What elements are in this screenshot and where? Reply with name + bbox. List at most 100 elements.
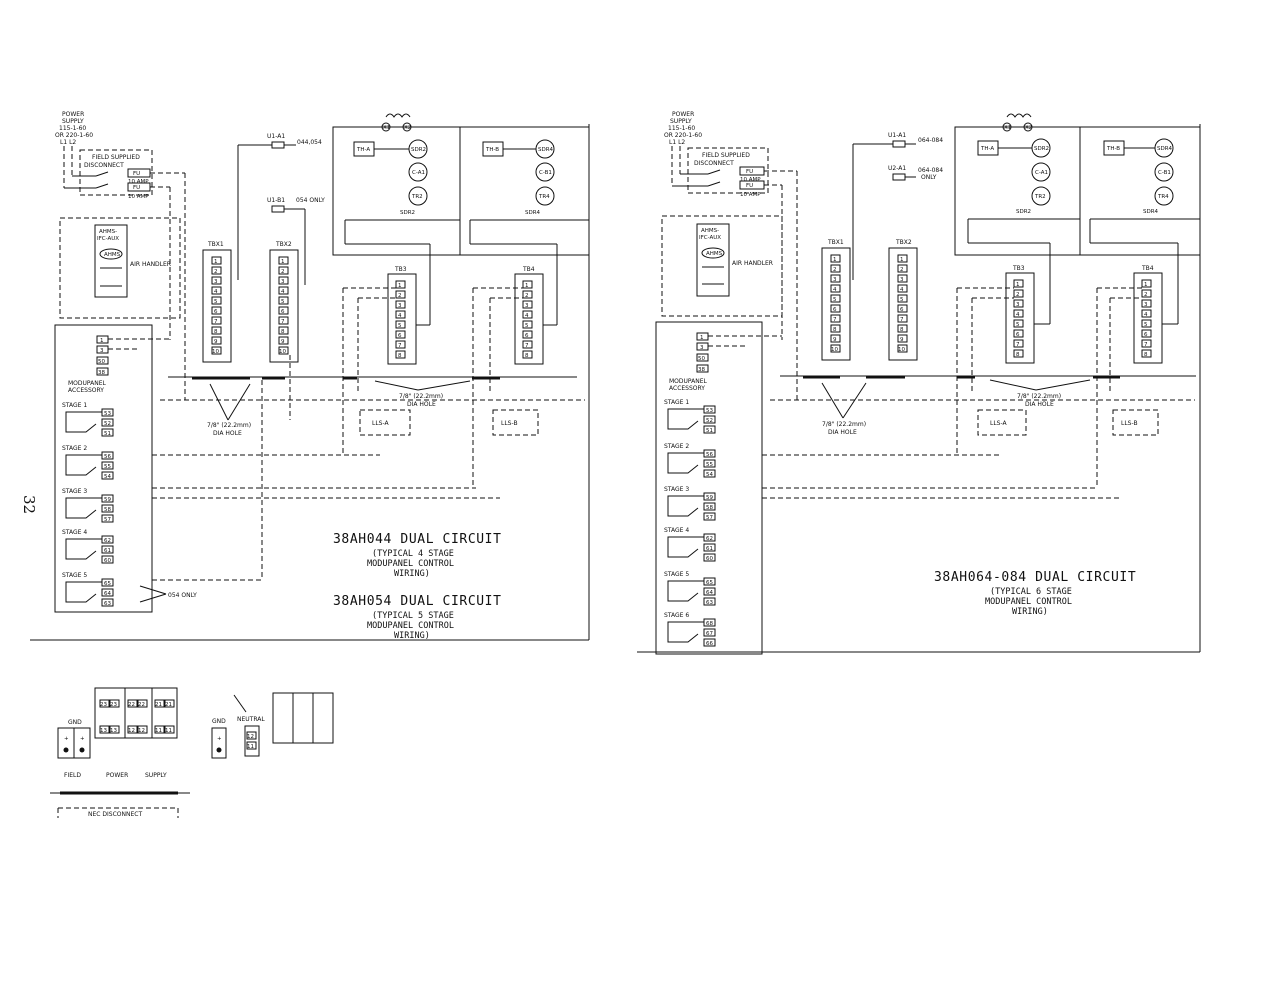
tr2-label: TR2 (411, 194, 423, 200)
r-fuse-label-2: FU (746, 183, 753, 189)
svg-text:+: + (80, 736, 85, 742)
tbx2-terminal: 9 (281, 339, 285, 345)
tb3-terminal: 7 (398, 343, 402, 349)
field-disconnect-line1: FIELD SUPPLIED (92, 154, 140, 161)
r-tbx1-terminal: 10 (831, 347, 838, 353)
r-tb4-label: TB4 (1141, 265, 1154, 272)
r-tb3-terminal: 7 (1016, 342, 1020, 348)
r-ahms-coil: AHMS (706, 251, 723, 257)
r-tb3-terminal: 5 (1016, 322, 1020, 328)
r-fuse-rating-2: 10 AMP (740, 192, 761, 198)
stage3-term: 59 (104, 497, 111, 503)
modupanel-term-50: 50 (98, 359, 105, 365)
r-relay1-label: U1-A1 (888, 132, 906, 139)
r-tbx2-label: TBX2 (895, 239, 912, 246)
modupanel-label-1: MODUPANEL (68, 380, 107, 387)
hole1-line1: 7/8" (22.2mm) (207, 422, 251, 429)
r-sdr2-contact-label: SDR2 (1016, 209, 1031, 215)
supply-label: SUPPLY (145, 772, 167, 779)
r-modupanel-term-38: 38 (698, 367, 705, 373)
r-tbx2-terminal: 10 (898, 347, 905, 353)
left-title-2: 38AH054 DUAL CIRCUIT (333, 594, 502, 609)
r-tbx1-terminal: 5 (833, 297, 837, 303)
ca1-label: C-A1 (412, 170, 425, 176)
tbx2-terminal: 5 (281, 299, 285, 305)
tbx1-terminal: 4 (214, 289, 218, 295)
tbx1-terminals: 1 2 3 4 5 6 7 8 9 10 (211, 256, 222, 355)
r-power-supply-line4: OR 220-1-60 (664, 132, 702, 139)
r-stage4-term: 60 (706, 556, 713, 562)
r-tbx1-terminal: 4 (833, 287, 837, 293)
r-stage5-term: 64 (706, 590, 713, 596)
tb4-terminal: 8 (525, 353, 529, 359)
tbx1-terminal: 2 (214, 269, 218, 275)
transformer-x2: X2 (404, 125, 411, 131)
relay1-label: U1-A1 (267, 133, 285, 140)
fuse-label-2: FU (133, 185, 140, 191)
field-label: FIELD (64, 772, 81, 779)
r-stage1-label: STAGE 1 (664, 399, 689, 406)
r-tb4-terminal: 8 (1144, 352, 1148, 358)
stage2-term: 55 (104, 464, 111, 470)
r-hole2-line1: 7/8" (22.2mm) (1017, 393, 1061, 400)
r-tbx1-terminal: 9 (833, 337, 837, 343)
cb1-label: C-B1 (539, 170, 552, 176)
stage3-term: 57 (104, 517, 111, 523)
tb3-terminal: 1 (398, 283, 402, 289)
r-sdr2-label: SDR2 (1034, 146, 1049, 152)
tb4-terminal: 1 (525, 283, 529, 289)
term-12b: 12 (138, 728, 145, 734)
r-tbx2-terminal: 5 (900, 297, 904, 303)
transformer-x1: X1 (383, 125, 390, 131)
tbx2-terminal: 10 (279, 349, 286, 355)
right-sub-line1: (TYPICAL 6 STAGE (990, 587, 1072, 597)
r-tb3-terminal: 1 (1016, 282, 1020, 288)
r-relay2-note-2: ONLY (921, 174, 937, 181)
tb3-terminal: 2 (398, 293, 402, 299)
r-relay2-note-1: 064-084 (918, 167, 943, 174)
r-tbx2-terminal: 9 (900, 337, 904, 343)
sdr2-label: SDR2 (411, 147, 426, 153)
tbx1-label: TBX1 (207, 241, 224, 248)
hole1-line2: DIA HOLE (213, 430, 242, 437)
r-tbx1-terminals: 1 2 3 4 5 6 7 8 9 10 (830, 254, 841, 353)
r-sdr4-contact-label: SDR4 (1143, 209, 1159, 215)
r-power-supply-line3: 115-1-60 (668, 125, 695, 132)
neutral-term-11: 11 (247, 744, 254, 750)
r-tbx2-terminals: 1 2 3 4 5 6 7 8 9 10 (897, 254, 908, 353)
neutral-term-12: 12 (247, 734, 254, 740)
r-tbx2-terminal: 8 (900, 327, 904, 333)
r-modupanel-label-1: MODUPANEL (669, 378, 708, 385)
r-transformer-x1: X1 (1004, 125, 1011, 131)
r-stage3-term: 59 (706, 495, 713, 501)
tb4-terminal: 3 (525, 303, 529, 309)
r-tb4-terminal: 7 (1144, 342, 1148, 348)
ahms-label-1: AHMS- (99, 229, 117, 235)
nec-disconnect-label: NEC DISCONNECT (88, 811, 142, 818)
modupanel-label-2: ACCESSORY (68, 387, 104, 394)
ahms-label-2: IFC-AUX (97, 236, 119, 242)
r-power-supply-line5: L1 L2 (669, 139, 685, 146)
tbx1-terminal: 3 (214, 279, 218, 285)
r-stage6-label: STAGE 6 (664, 612, 689, 619)
term-23a: 23 (100, 702, 107, 708)
stage1-label: STAGE 1 (62, 402, 87, 409)
term-21a: 21 (155, 702, 162, 708)
term-13b: 13 (110, 728, 117, 734)
stage1-term: 52 (104, 421, 111, 427)
tb3-terminal: 8 (398, 353, 402, 359)
r-transformer-x2: X2 (1025, 125, 1032, 131)
r-tbx1-terminal: 1 (833, 257, 837, 263)
fuse-rating-1: 10 AMP (128, 179, 149, 185)
r-stage4-term: 62 (706, 536, 713, 542)
r-stage6-term: 66 (706, 641, 713, 647)
r-lls-a-label: LLS-A (990, 420, 1008, 427)
modupanel-term-3: 3 (100, 348, 104, 354)
tb3-terminal: 5 (398, 323, 402, 329)
tb3-terminal: 4 (398, 313, 402, 319)
relay2-label: U1-B1 (267, 197, 285, 204)
r-tb4-terminal: 3 (1144, 302, 1148, 308)
left-sub2-line1: (TYPICAL 5 STAGE (372, 611, 454, 621)
left-diagram: POWER SUPPLY 115-1-60 OR 220-1-60 L1 L2 … (30, 111, 590, 641)
tb4-terminal: 4 (525, 313, 529, 319)
